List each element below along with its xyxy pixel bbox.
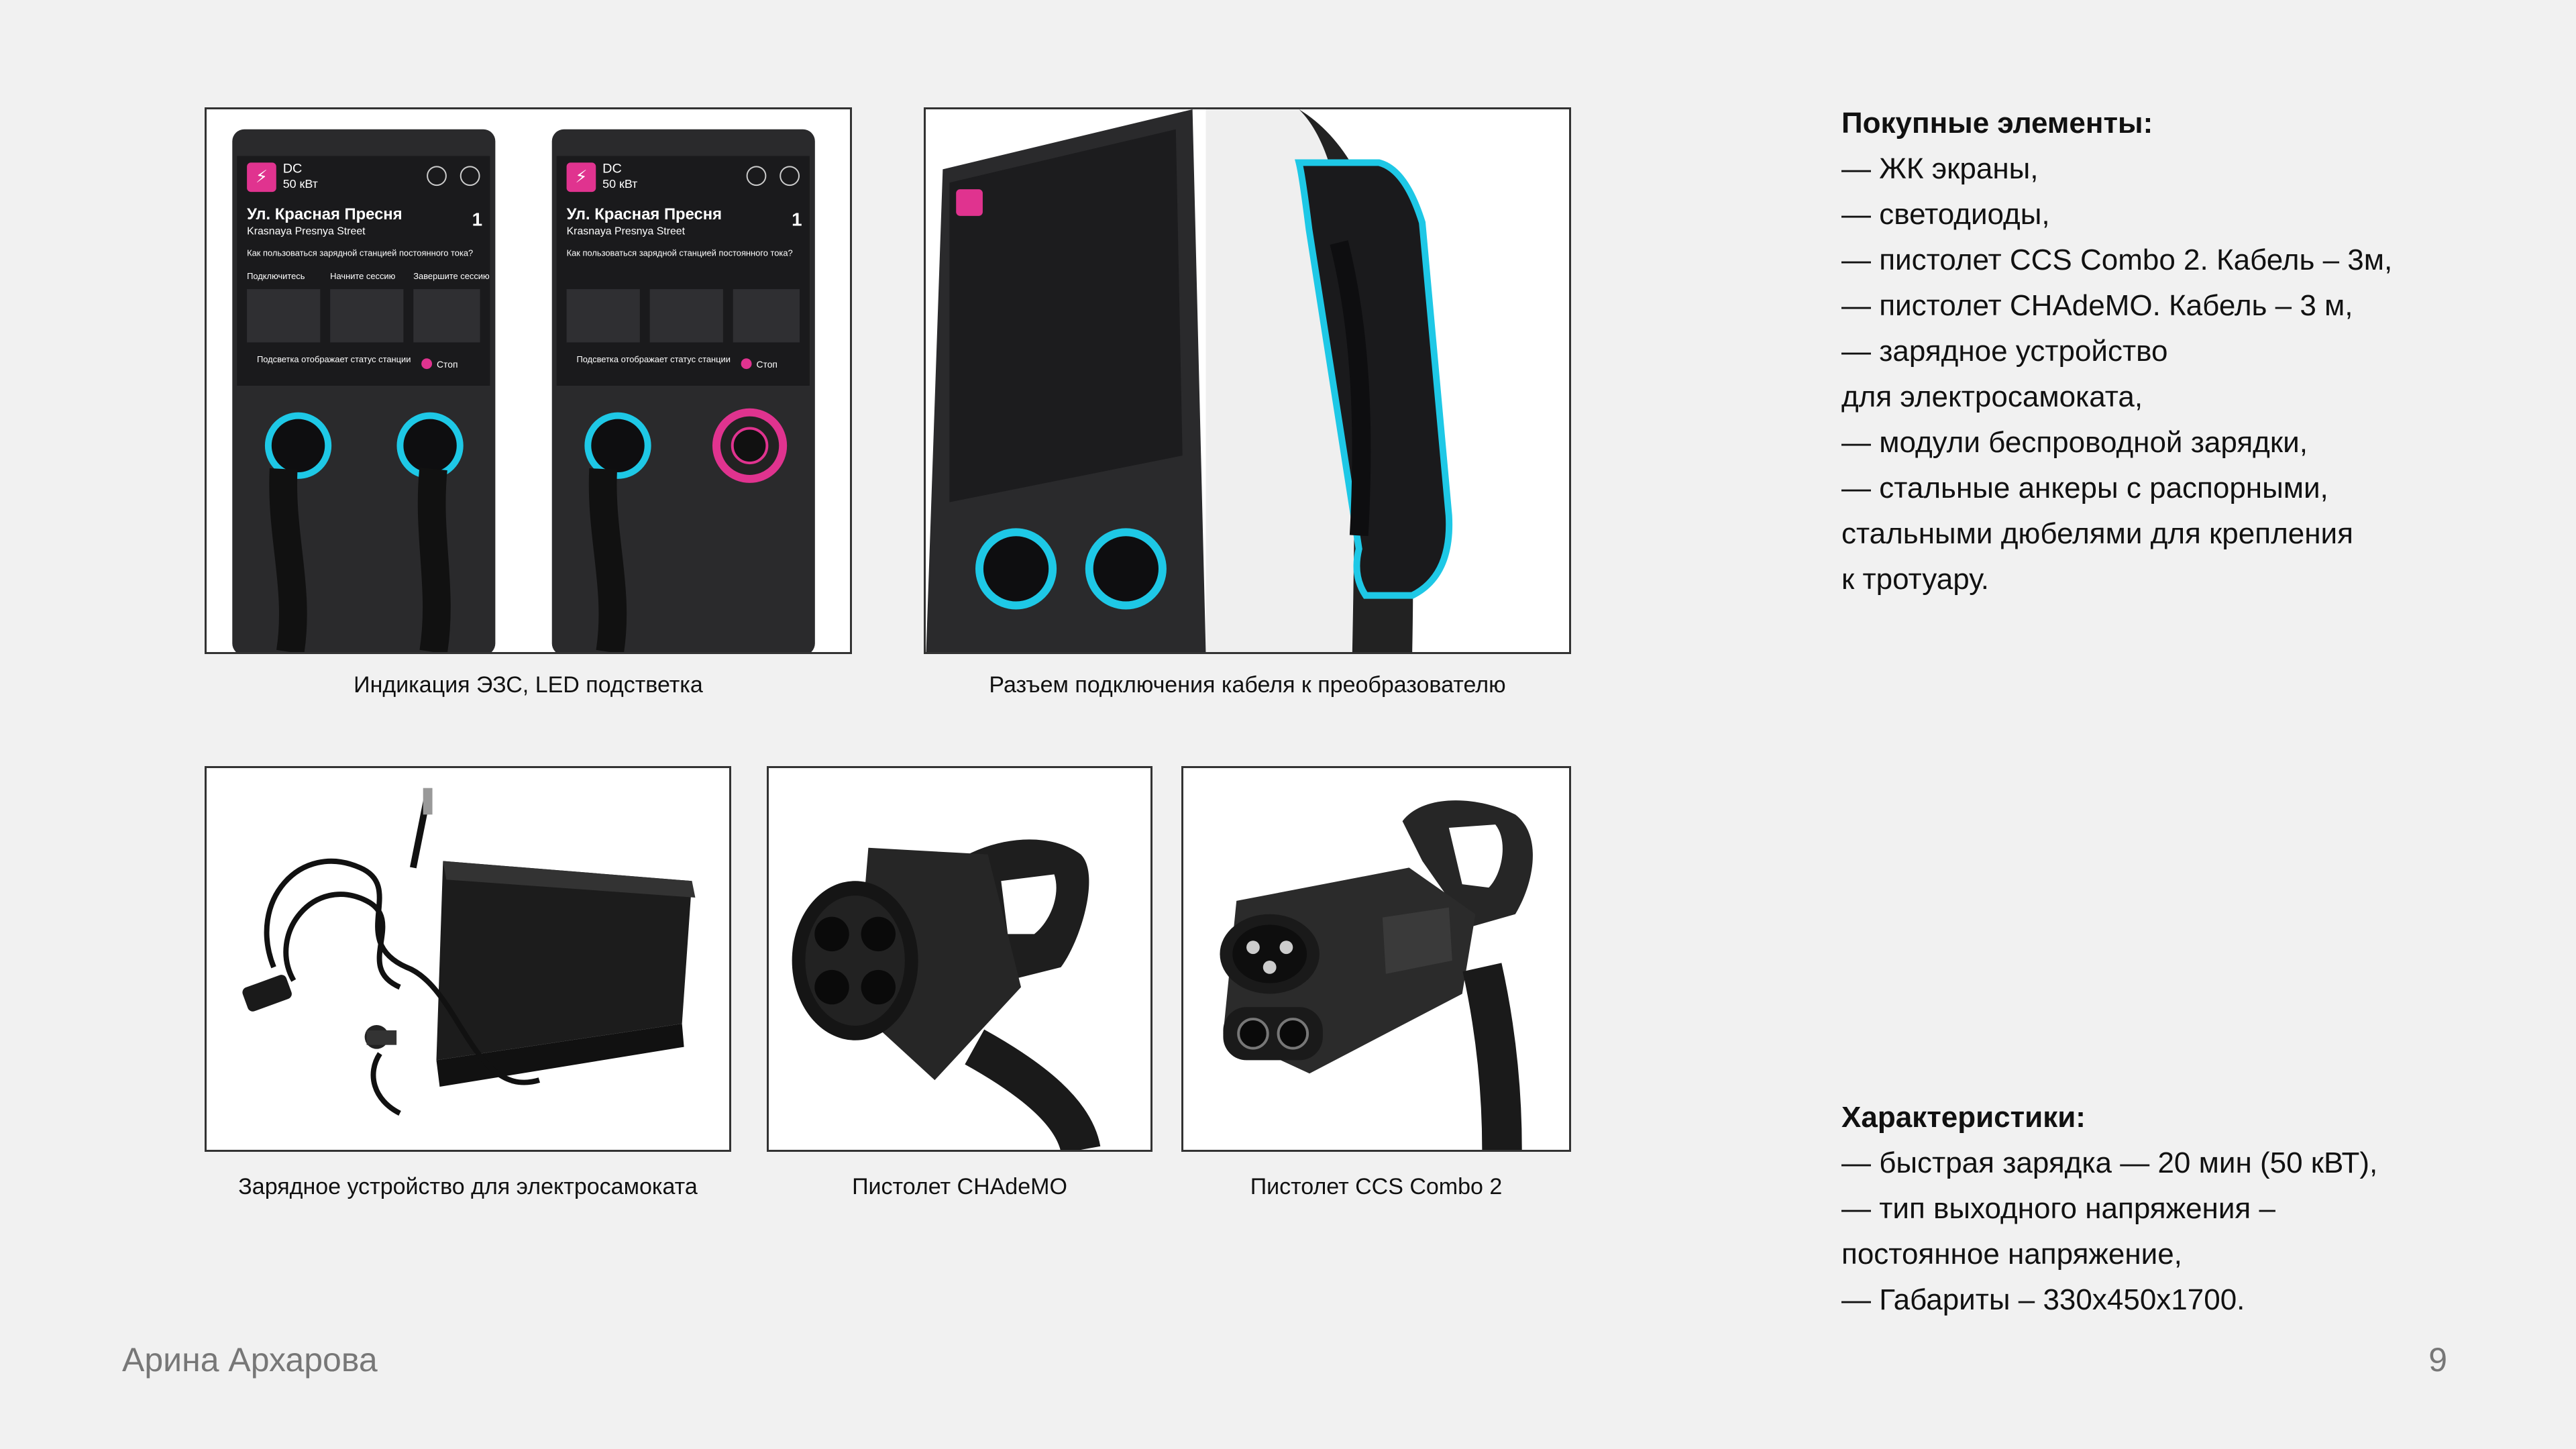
- purchased-line: — светодиоды,: [1841, 198, 2050, 231]
- station-unit-right: ⚡ DC 50 кВт Ул. Красная Пресня Krasnaya …: [551, 129, 815, 652]
- panel-station-no: 1: [472, 209, 482, 230]
- caption-chademo: Пистолет CHAdeMO: [852, 1174, 1067, 1199]
- panel-street-en: Krasnaya Presnya Street: [247, 226, 366, 237]
- svg-text:⚡: ⚡: [256, 168, 268, 186]
- panel-power-type: DC: [283, 161, 303, 176]
- ccs-image: [1181, 766, 1571, 1152]
- panel-power: 50 кВт: [602, 177, 637, 191]
- specs-line: — тип выходного напряжения –: [1841, 1192, 2275, 1225]
- panel-power: 50 кВт: [283, 177, 318, 191]
- station-unit-left: ⚡ DC 50 кВт Ул. Красная Пресня Krasnaya …: [232, 129, 496, 652]
- purchased-heading: Покупные элементы:: [1841, 107, 2153, 140]
- panel-howto: Как пользоваться зарядной станцией посто…: [247, 248, 473, 258]
- specs-block: Характеристики: — быстрая зарядка — 20 м…: [1841, 1095, 2377, 1323]
- charger-image: [205, 766, 731, 1152]
- caption-connector: Разъем подключения кабеля к преобразоват…: [989, 672, 1506, 698]
- purchased-elements-block: Покупные элементы: — ЖК экраны, — светод…: [1841, 101, 2392, 602]
- purchased-line: — модули беспроводной зарядки,: [1841, 426, 2308, 459]
- purchased-line: — стальные анкеры с распорными,: [1841, 472, 2328, 504]
- panel-step2: Начните сессию: [330, 271, 395, 281]
- purchased-line: — ЖК экраны,: [1841, 152, 2039, 185]
- panel-step1: Подключитесь: [247, 271, 305, 281]
- specs-heading: Характеристики:: [1841, 1101, 2086, 1134]
- panel-step3: Завершите сессию: [413, 271, 490, 281]
- specs-line: — быстрая зарядка — 20 мин (50 кВТ),: [1841, 1146, 2378, 1179]
- caption-ccs: Пистолет CCS Combo 2: [1250, 1174, 1503, 1199]
- purchased-line: к тротуару.: [1841, 563, 1990, 596]
- connector-closeup-illustration: [926, 109, 1569, 652]
- caption-charger: Зарядное устройство для электросамоката: [238, 1174, 698, 1199]
- ccs-gun-illustration: [1183, 768, 1569, 1150]
- chademo-gun-illustration: [769, 768, 1150, 1150]
- panel-led-note: Подсветка отображает статус станции: [576, 354, 730, 364]
- panel-street-en: Krasnaya Presnya Street: [567, 226, 686, 237]
- page-number: 9: [2428, 1341, 2447, 1379]
- caption-led-indication: Индикация ЭЗС, LED подстветка: [354, 672, 703, 698]
- panel-street-ru: Ул. Красная Пресня: [247, 205, 402, 223]
- purchased-line: для электросамоката,: [1841, 380, 2143, 413]
- purchased-line: — пистолет CCS Combo 2. Кабель – 3м,: [1841, 244, 2393, 276]
- svg-text:⚡: ⚡: [575, 168, 587, 186]
- author-name: Арина Архарова: [122, 1341, 378, 1379]
- panel-station-no: 1: [792, 209, 802, 230]
- panel-street-ru: Ул. Красная Пресня: [567, 205, 722, 223]
- panel-stop: Стоп: [437, 359, 458, 370]
- panel-led-note: Подсветка отображает статус станции: [257, 354, 411, 364]
- specs-line: — Габариты – 330х450х1700.: [1841, 1283, 2245, 1316]
- purchased-line: — зарядное устройство: [1841, 335, 2168, 368]
- station-front-illustration: ⚡ DC 50 кВт Ул. Красная Пресня Krasnaya …: [207, 109, 850, 652]
- panel-power-type: DC: [602, 161, 622, 176]
- purchased-line: стальными дюбелями для крепления: [1841, 517, 2353, 550]
- panel-stop: Стоп: [756, 359, 777, 370]
- charger-illustration: [207, 768, 729, 1150]
- purchased-line: — пистолет CHAdeMO. Кабель – 3 м,: [1841, 289, 2353, 322]
- connector-image: [924, 107, 1571, 654]
- led-indication-image: ⚡ DC 50 кВт Ул. Красная Пресня Krasnaya …: [205, 107, 852, 654]
- chademo-image: [767, 766, 1152, 1152]
- panel-howto: Как пользоваться зарядной станцией посто…: [567, 248, 793, 258]
- specs-line: постоянное напряжение,: [1841, 1238, 2182, 1271]
